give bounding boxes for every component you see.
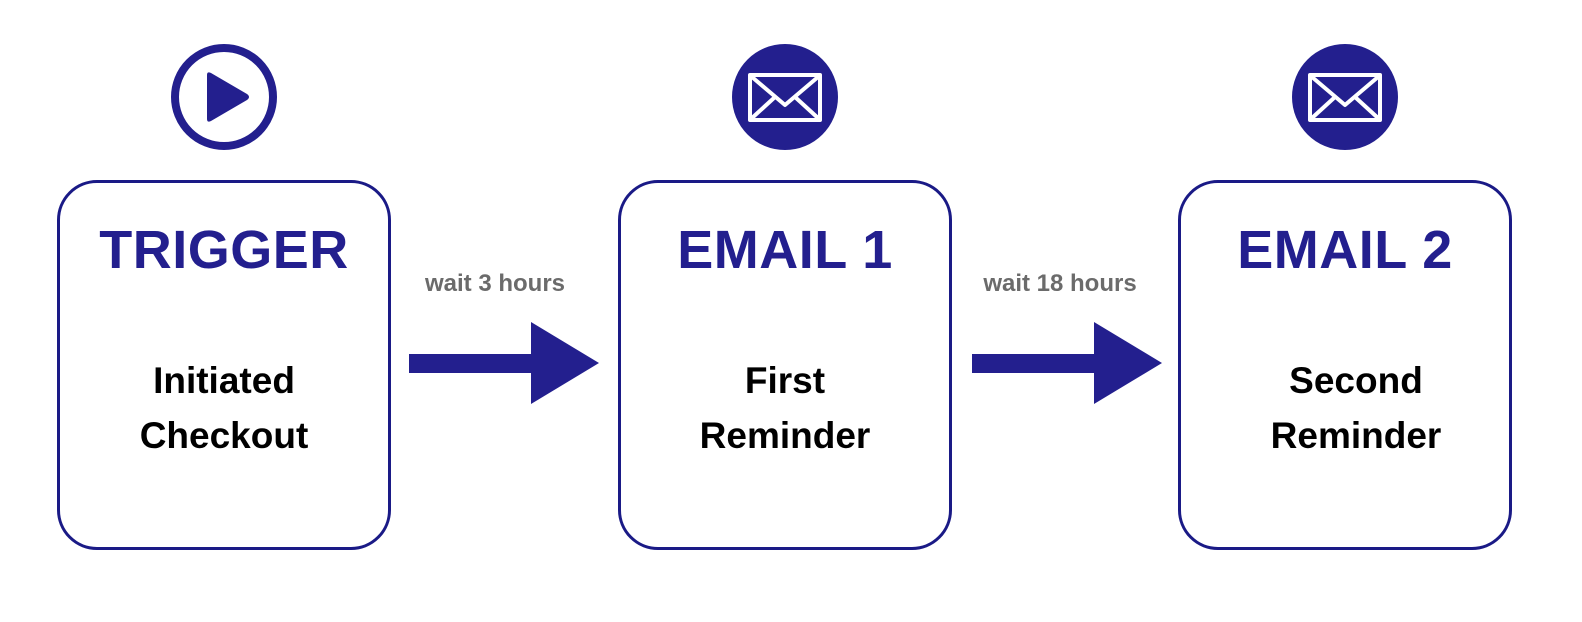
step-description-line: Second — [1289, 360, 1423, 401]
step-description-line: First — [744, 360, 826, 401]
flow-step-email-2: EMAIL 2 Second Reminder — [1178, 42, 1512, 552]
envelope-icon — [1290, 42, 1400, 152]
wait-label: wait 18 hours — [983, 270, 1137, 297]
flow-connector: wait 3 hours — [405, 268, 605, 408]
step-card: EMAIL 1 First Reminder — [618, 180, 952, 550]
arrow-right-icon — [409, 322, 599, 406]
step-title: TRIGGER — [99, 220, 349, 280]
envelope-icon — [730, 42, 840, 152]
flow-step-trigger: TRIGGER Initiated Checkout — [57, 42, 391, 552]
step-description-line: Initiated — [153, 360, 295, 401]
flow-connector: wait 18 hours — [968, 268, 1168, 408]
arrow-right-icon — [972, 322, 1162, 406]
step-description-line: Reminder — [699, 415, 871, 456]
step-description-line: Reminder — [1270, 415, 1442, 456]
step-description: First Reminder — [621, 353, 949, 463]
step-description: Second Reminder — [1181, 353, 1509, 463]
step-description: Initiated Checkout — [60, 353, 388, 463]
step-title: EMAIL 2 — [1237, 220, 1453, 280]
step-card: EMAIL 2 Second Reminder — [1178, 180, 1512, 550]
flow-step-email-1: EMAIL 1 First Reminder — [618, 42, 952, 552]
step-card: TRIGGER Initiated Checkout — [57, 180, 391, 550]
step-description-line: Checkout — [139, 415, 309, 456]
play-icon — [169, 42, 279, 152]
step-title: EMAIL 1 — [677, 220, 893, 280]
wait-label: wait 3 hours — [424, 270, 566, 297]
